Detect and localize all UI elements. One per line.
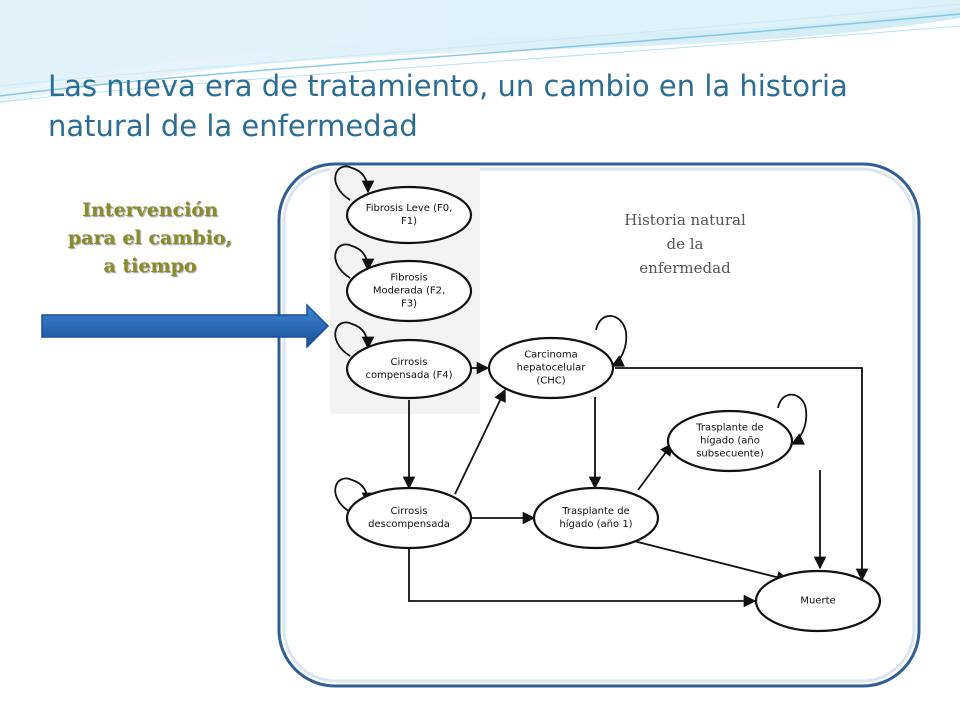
node-carcinoma [487, 336, 615, 400]
self-loop-cirrosis-compensada [334, 321, 375, 357]
arrow-descompensada-to-muerte [408, 548, 757, 608]
label-muerte: Muerte [800, 595, 835, 608]
title-line-1: Las nueva era de tratamiento, un cambio … [48, 69, 848, 103]
node-trasplante-subsecuente [666, 409, 794, 473]
node-label-line: F3) [400, 298, 417, 310]
node-label-line: subsecuente) [696, 448, 764, 460]
label-fibrosis-moderada: Fibrosis Moderada (F2, F3) [373, 272, 445, 311]
intervention-line: Intervención [82, 199, 218, 221]
arrow-trasplante-to-muerte [629, 539, 790, 584]
intervention-arrow [41, 303, 330, 349]
intervention-line: a tiempo [103, 255, 197, 277]
node-label-line: Muerte [800, 595, 836, 607]
intervention-line: para el cambio, [67, 227, 233, 249]
historia-line: Historia natural [624, 211, 746, 229]
node-trasplante-ano1 [532, 486, 660, 550]
arrow-carcinoma-to-muerte [615, 367, 869, 582]
node-label-line: F1) [400, 216, 417, 227]
historia-line: enfermedad [639, 259, 731, 277]
node-label-line: compensada (F4) [365, 370, 453, 381]
node-label-line: Fibrosis Leve (F0, [365, 203, 453, 214]
node-label-line: Trasplante de [696, 422, 764, 434]
node-cirrosis-descompensada [345, 486, 473, 550]
node-cirrosis-compensada [345, 338, 473, 400]
arrow-descompensada-to-carcinoma [454, 388, 506, 495]
node-label-line: hígado (año [700, 435, 760, 447]
arrow-trasplante-to-subsecuente [637, 442, 673, 491]
title-line-2: natural de la enfermedad [48, 109, 418, 143]
node-fibrosis-leve [345, 185, 473, 245]
label-carcinoma: Carcinoma hepatocelular (CHC) [517, 349, 586, 388]
self-loop-trasplante-subsecuente [777, 393, 808, 445]
node-fibrosis-moderada [345, 259, 473, 323]
label-trasplante-subsecuente: Trasplante de hígado (año subsecuente) [696, 422, 764, 461]
historia-line: de la [666, 235, 704, 253]
label-cirrosis-compensada: Cirrosis compensada (F4) [365, 356, 452, 382]
label-fibrosis-leve: Fibrosis Leve (F0, F1) [366, 202, 453, 228]
intervention-label: Intervención para el cambio, a tiempo [40, 196, 260, 280]
node-muerte [754, 569, 882, 633]
self-loop-fibrosis-moderada [334, 243, 375, 279]
self-loop-carcinoma [595, 315, 628, 367]
historia-natural-label: Historia natural de la enfermedad [600, 208, 770, 280]
node-label-line: Moderada (F2, [372, 285, 446, 297]
node-label-line: Fibrosis [390, 272, 428, 284]
label-trasplante-ano1: Trasplante de hígado (año 1) [559, 505, 632, 531]
self-loop-fibrosis-leve [334, 165, 375, 201]
node-label-line: descompensada [368, 519, 450, 530]
node-label-line: (CHC) [536, 375, 566, 387]
label-cirrosis-descompensada: Cirrosis descompensada [368, 505, 450, 531]
decorative-wave-header [0, 0, 960, 104]
node-label-line: Trasplante de [562, 506, 630, 517]
node-label-line: hígado (año 1) [559, 519, 633, 530]
node-label-line: Cirrosis [390, 357, 428, 368]
node-label-line: Cirrosis [390, 506, 428, 517]
slide-title: Las nueva era de tratamiento, un cambio … [48, 66, 928, 146]
node-label-line: hepatocelular [516, 362, 586, 374]
node-label-line: Carcinoma [524, 349, 578, 361]
